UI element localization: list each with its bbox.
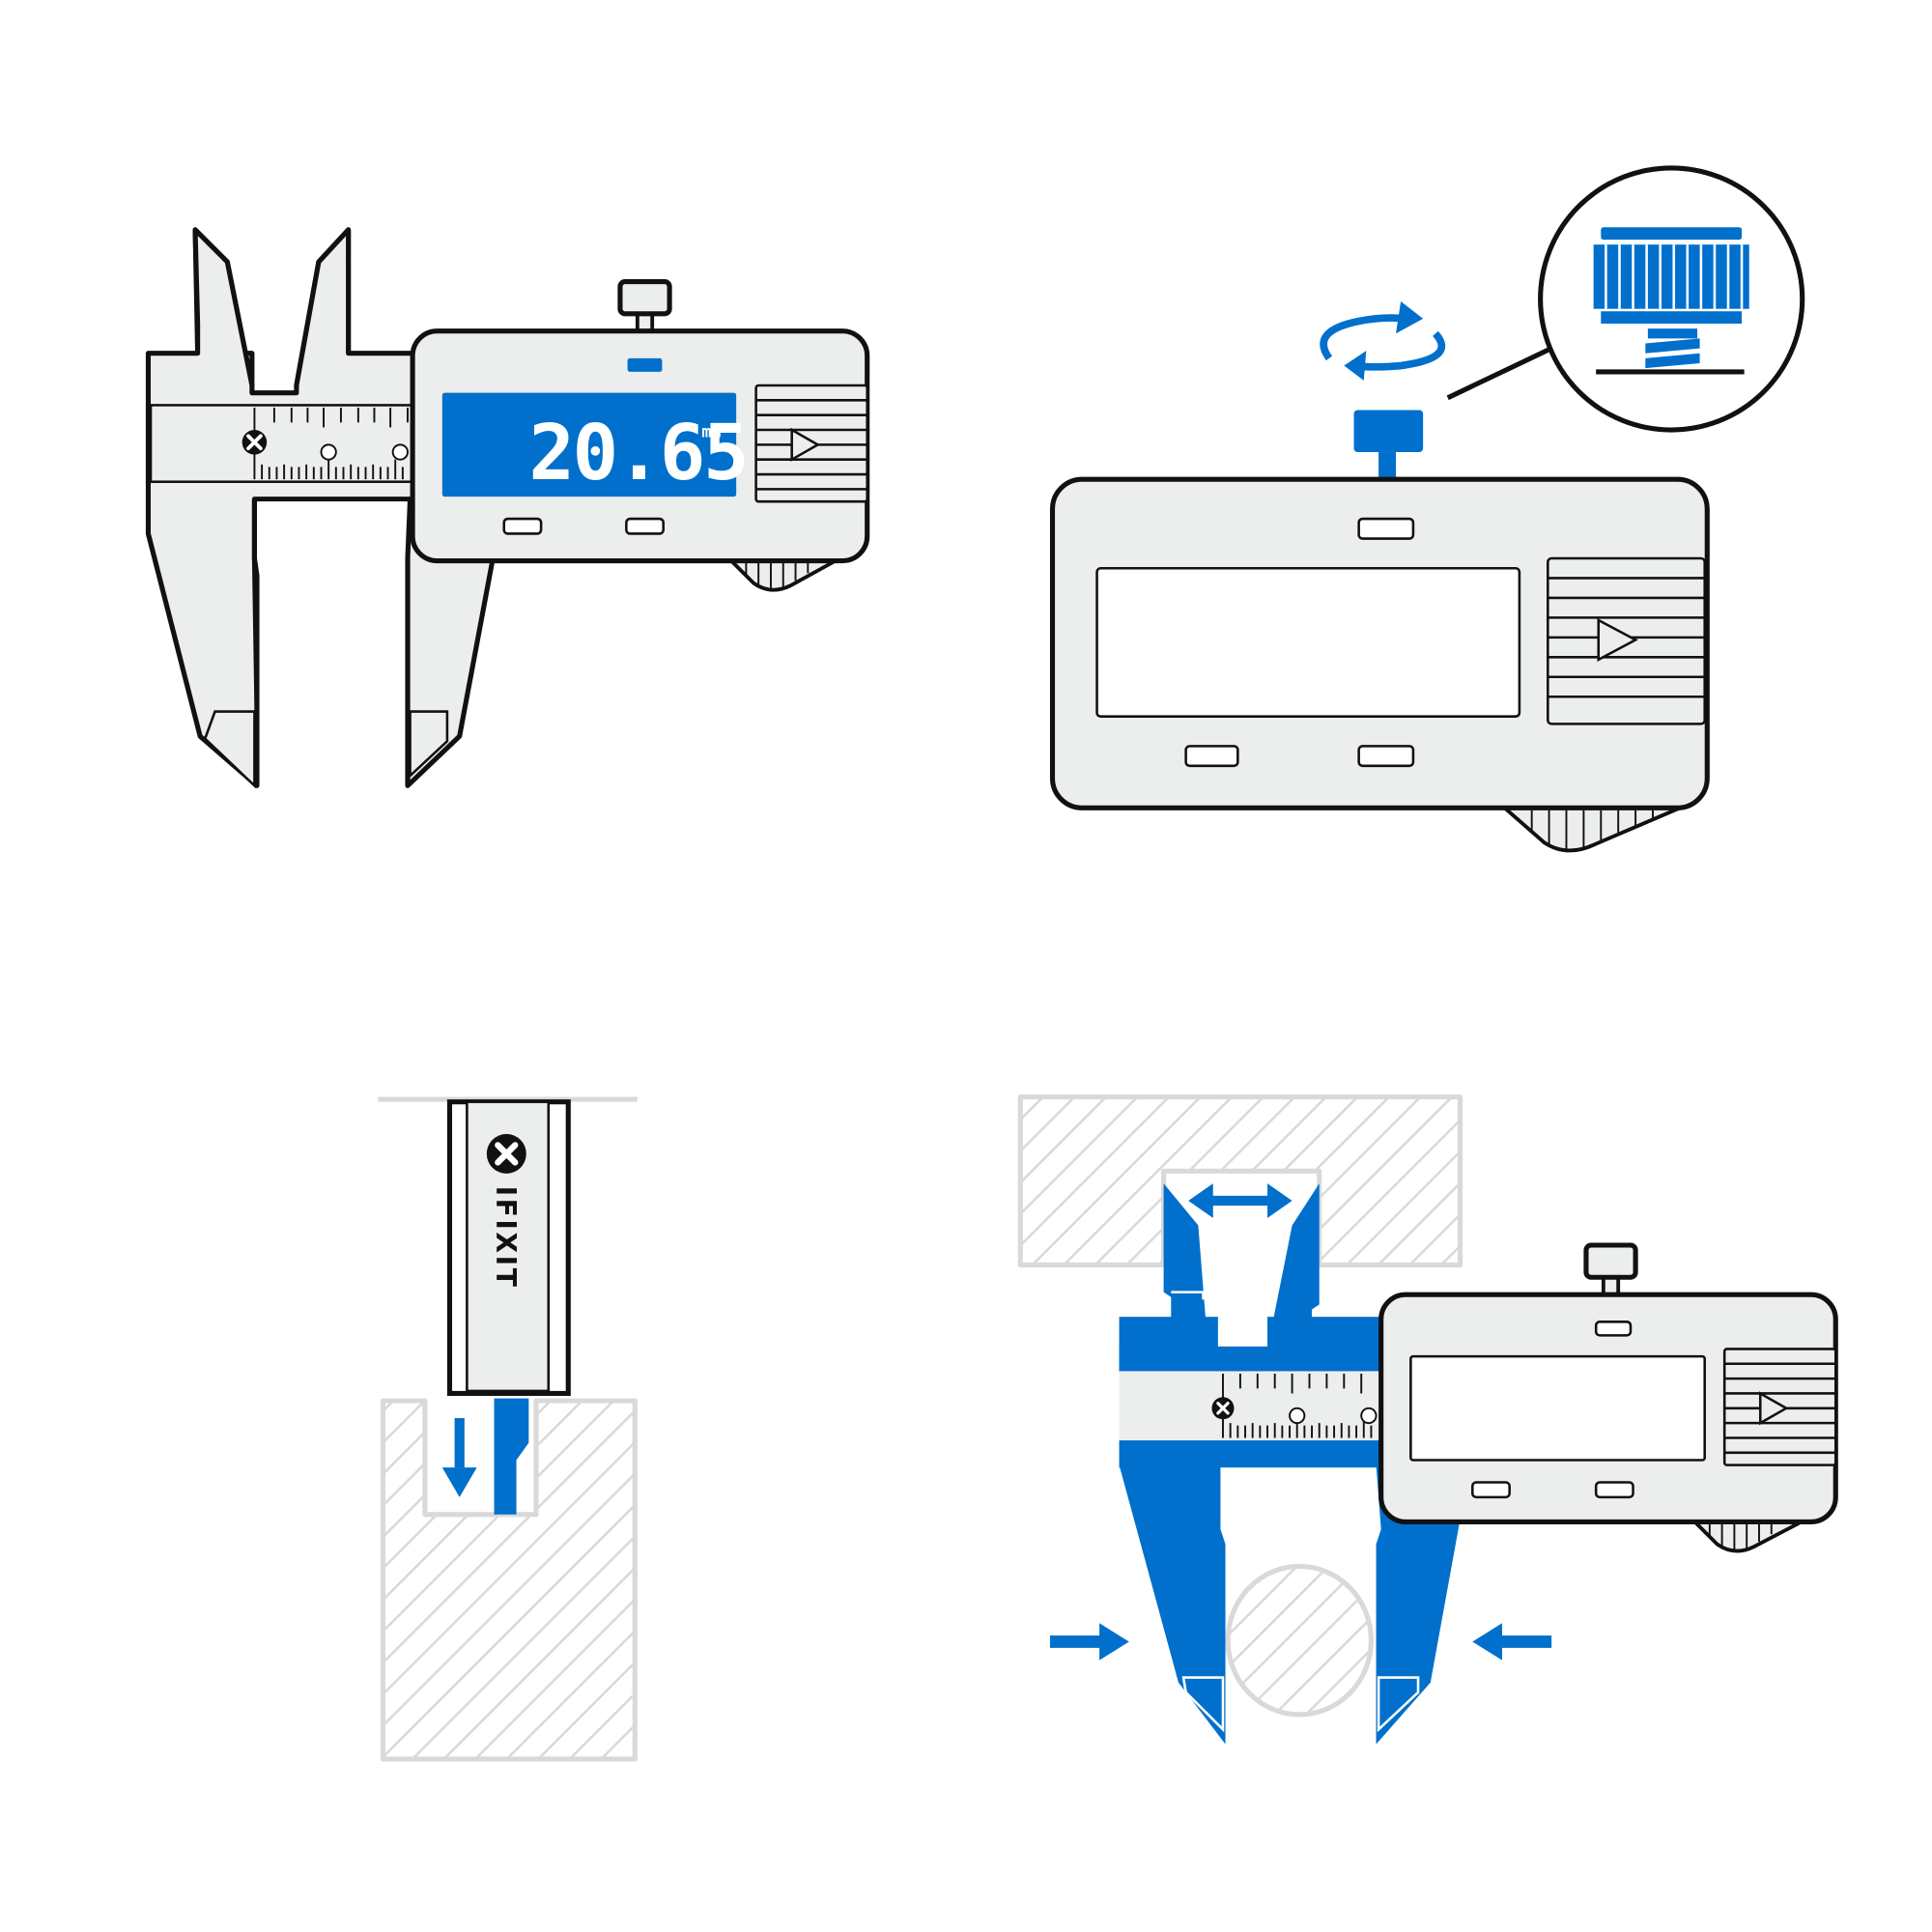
- double-arrow-icon: [1188, 1183, 1293, 1218]
- grip-area: [754, 384, 868, 503]
- lcd-reading: 20.65: [528, 408, 747, 497]
- scale-hole: [1360, 1406, 1378, 1425]
- play-triangle-icon: [790, 427, 821, 462]
- knurled-knob-icon: [1593, 244, 1749, 309]
- arrow-left-icon: [1472, 1623, 1552, 1661]
- lcd-screen: [1095, 566, 1521, 718]
- scale-hole: [391, 443, 409, 461]
- grip-area: [1722, 1348, 1837, 1466]
- brand-text: IFIXIT: [490, 1186, 522, 1290]
- ifixit-logo-icon: [1211, 1397, 1235, 1420]
- lcd-unit: mm: [701, 423, 721, 441]
- workpiece-with-hole: [380, 1398, 638, 1762]
- power-button[interactable]: [1594, 1481, 1634, 1499]
- workpiece-slot: [1017, 1094, 1463, 1268]
- scale-hole: [320, 443, 337, 461]
- scale-hole: [1289, 1406, 1306, 1425]
- panel-caliper-reading: 20.65 mm: [145, 227, 870, 799]
- power-button[interactable]: [1357, 745, 1415, 768]
- mode-button[interactable]: [502, 517, 543, 535]
- lcd-screen: [1409, 1354, 1706, 1462]
- lcd-screen: [441, 392, 737, 497]
- power-button[interactable]: [625, 517, 665, 535]
- zero-button[interactable]: [627, 357, 663, 372]
- panel-lock-screw: [1049, 165, 1805, 853]
- arrow-down-icon: [441, 1418, 477, 1497]
- round-stock: [1225, 1563, 1374, 1718]
- play-triangle-icon: [1758, 1391, 1789, 1426]
- grip-area: [1547, 556, 1706, 725]
- lock-screw-knob: [617, 279, 672, 317]
- arrow-right-icon: [1049, 1623, 1129, 1661]
- mode-button[interactable]: [1184, 745, 1239, 768]
- callout-line: [1446, 346, 1553, 401]
- main-beam: [1119, 1371, 1381, 1441]
- thumb-wheel: [1688, 1517, 1807, 1553]
- ifixit-logo-icon: [242, 430, 268, 455]
- panel-depth-rod: IFIXIT: [378, 1096, 638, 1762]
- depth-rod[interactable]: [494, 1398, 529, 1515]
- thumb-wheel: [724, 556, 841, 592]
- zero-button[interactable]: [1357, 517, 1415, 540]
- play-triangle-icon: [1597, 617, 1638, 662]
- magnifier-callout: [1538, 165, 1805, 433]
- caliper-blue: [1119, 1183, 1470, 1745]
- lock-screw-stem: [1378, 452, 1397, 480]
- lock-screw-knob: [1583, 1242, 1638, 1280]
- scale-ticks: [253, 407, 409, 480]
- panel-inside-outside: [1017, 1094, 1838, 1745]
- lock-screw-knob[interactable]: [1353, 410, 1424, 453]
- thread-icon: [1645, 328, 1700, 369]
- zero-button[interactable]: [1594, 1321, 1633, 1337]
- mode-button[interactable]: [1471, 1481, 1511, 1499]
- rotate-arrows-icon: [1320, 314, 1446, 371]
- ifixit-logo-icon: [486, 1133, 526, 1174]
